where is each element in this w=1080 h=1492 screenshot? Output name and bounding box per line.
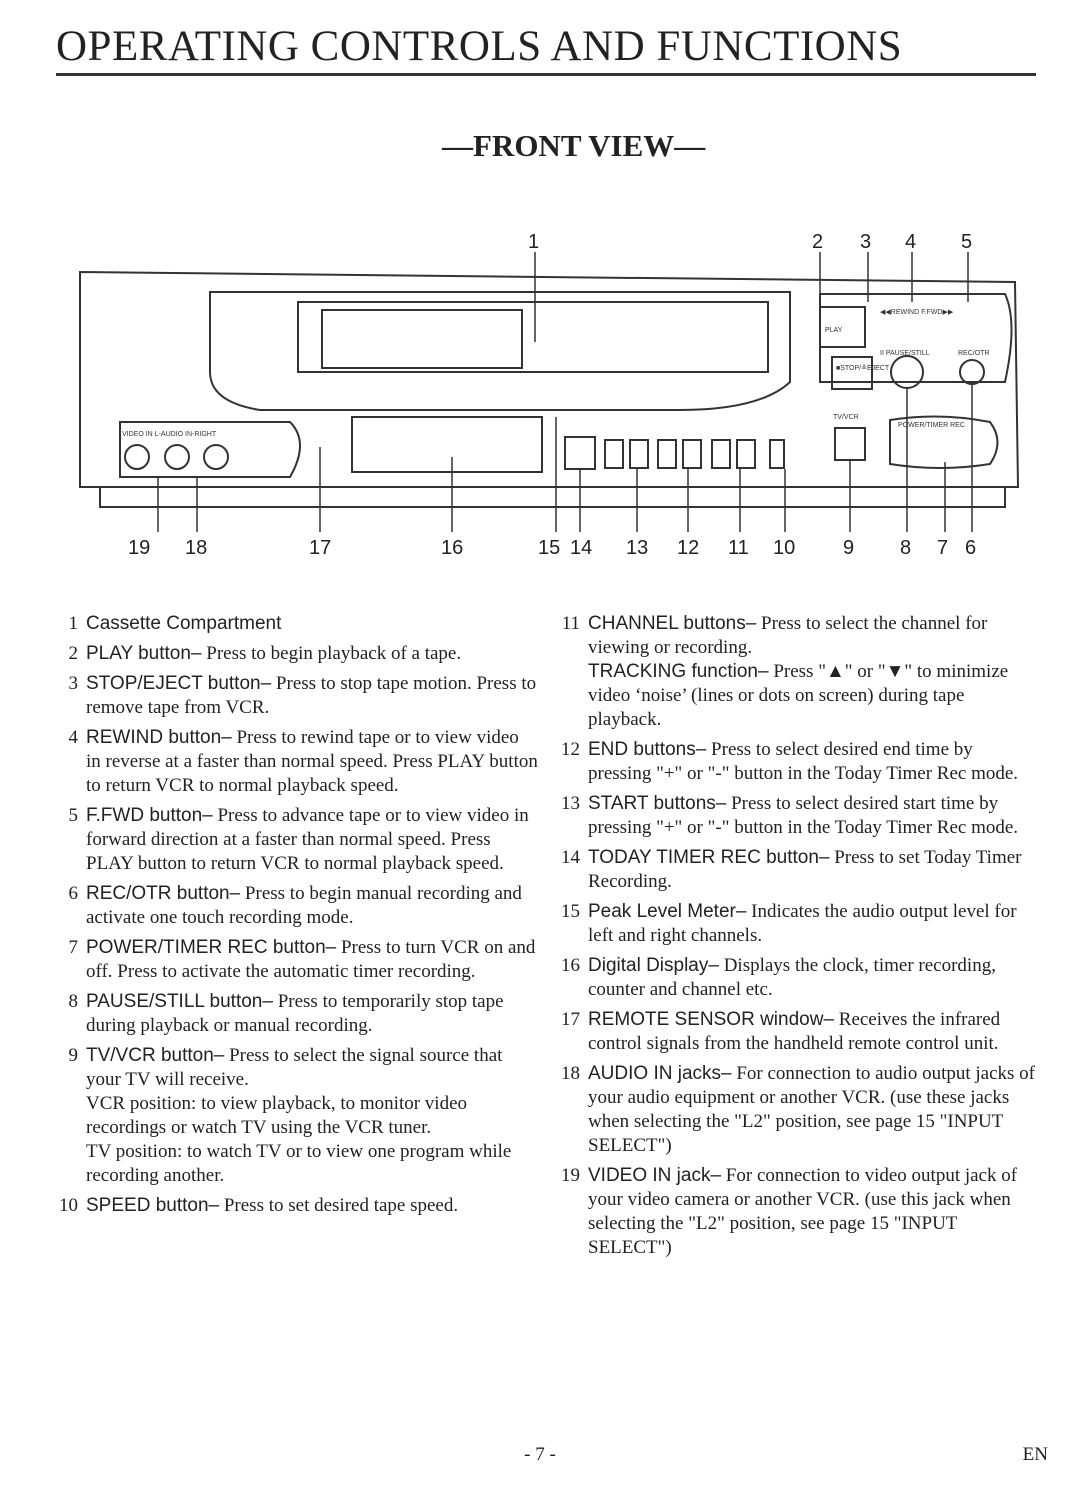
callout-12: 12 [677, 537, 699, 559]
callout-11: 11 [728, 537, 749, 559]
callout-8: 8 [900, 537, 911, 559]
tv-vcr-label: TV/VCR [833, 414, 859, 421]
tracking-desc: Press "▲" or "▼" to minimize video ‘nois… [588, 661, 1009, 730]
power-timer-label: POWER/TIMER REC [898, 422, 965, 429]
rewind-ffwd-label: ◀◀REWIND F.FWD▶▶ [880, 309, 954, 316]
vcr-front-diagram: PLAY ■STOP/≜EJECT ◀◀REWIND F.FWD▶▶ II PA… [79, 232, 1020, 559]
callout-2: 2 [812, 232, 823, 253]
callout-4: 4 [905, 232, 916, 253]
callout-14: 14 [570, 537, 592, 559]
callout-5: 5 [961, 232, 972, 253]
rec-otr-label: REC/OTR [958, 350, 990, 357]
callout-15: 15 [538, 537, 560, 559]
callout-9: 9 [843, 537, 854, 559]
callout-1: 1 [528, 232, 539, 253]
callout-18: 18 [185, 537, 207, 559]
pause-still-label: II PAUSE/STILL [880, 350, 930, 357]
callout-13: 13 [626, 537, 648, 559]
tv-vcr-vcr-position: VCR position: to view playback, to monit… [86, 1093, 468, 1138]
callout-numbers-bottom: 19 18 17 16 15 14 13 12 11 10 9 8 7 6 [128, 537, 976, 559]
stop-eject-label: ■STOP/≜EJECT [836, 364, 890, 372]
callout-numbers-top: 1 2 3 4 5 [528, 232, 972, 253]
callout-17: 17 [309, 537, 331, 559]
language-code: EN [1022, 1444, 1048, 1465]
subtitle-text: FRONT VIEW [473, 128, 675, 163]
callout-19: 19 [128, 537, 150, 559]
inputs-label: VIDEO IN L-AUDIO IN-RIGHT [122, 431, 217, 438]
vcr-body [79, 270, 1020, 508]
callout-16: 16 [441, 537, 463, 559]
callout-6: 6 [965, 537, 976, 559]
callout-7: 7 [937, 537, 948, 559]
title-divider [56, 73, 1036, 76]
panel-labels: PLAY ■STOP/≜EJECT ◀◀REWIND F.FWD▶▶ II PA… [122, 309, 990, 438]
page-title: OPERATING CONTROLS AND FUNCTIONS [56, 23, 903, 70]
page-number: - 7 - [524, 1444, 556, 1465]
callout-3: 3 [860, 232, 871, 253]
callout-lines [157, 252, 973, 532]
play-label: PLAY [825, 327, 843, 334]
callout-10: 10 [773, 537, 795, 559]
tv-vcr-tv-position: TV position: to watch TV or to view one … [86, 1141, 512, 1186]
tracking-term: TRACKING function– [588, 661, 769, 682]
section-subtitle: —FRONT VIEW— [442, 128, 706, 163]
